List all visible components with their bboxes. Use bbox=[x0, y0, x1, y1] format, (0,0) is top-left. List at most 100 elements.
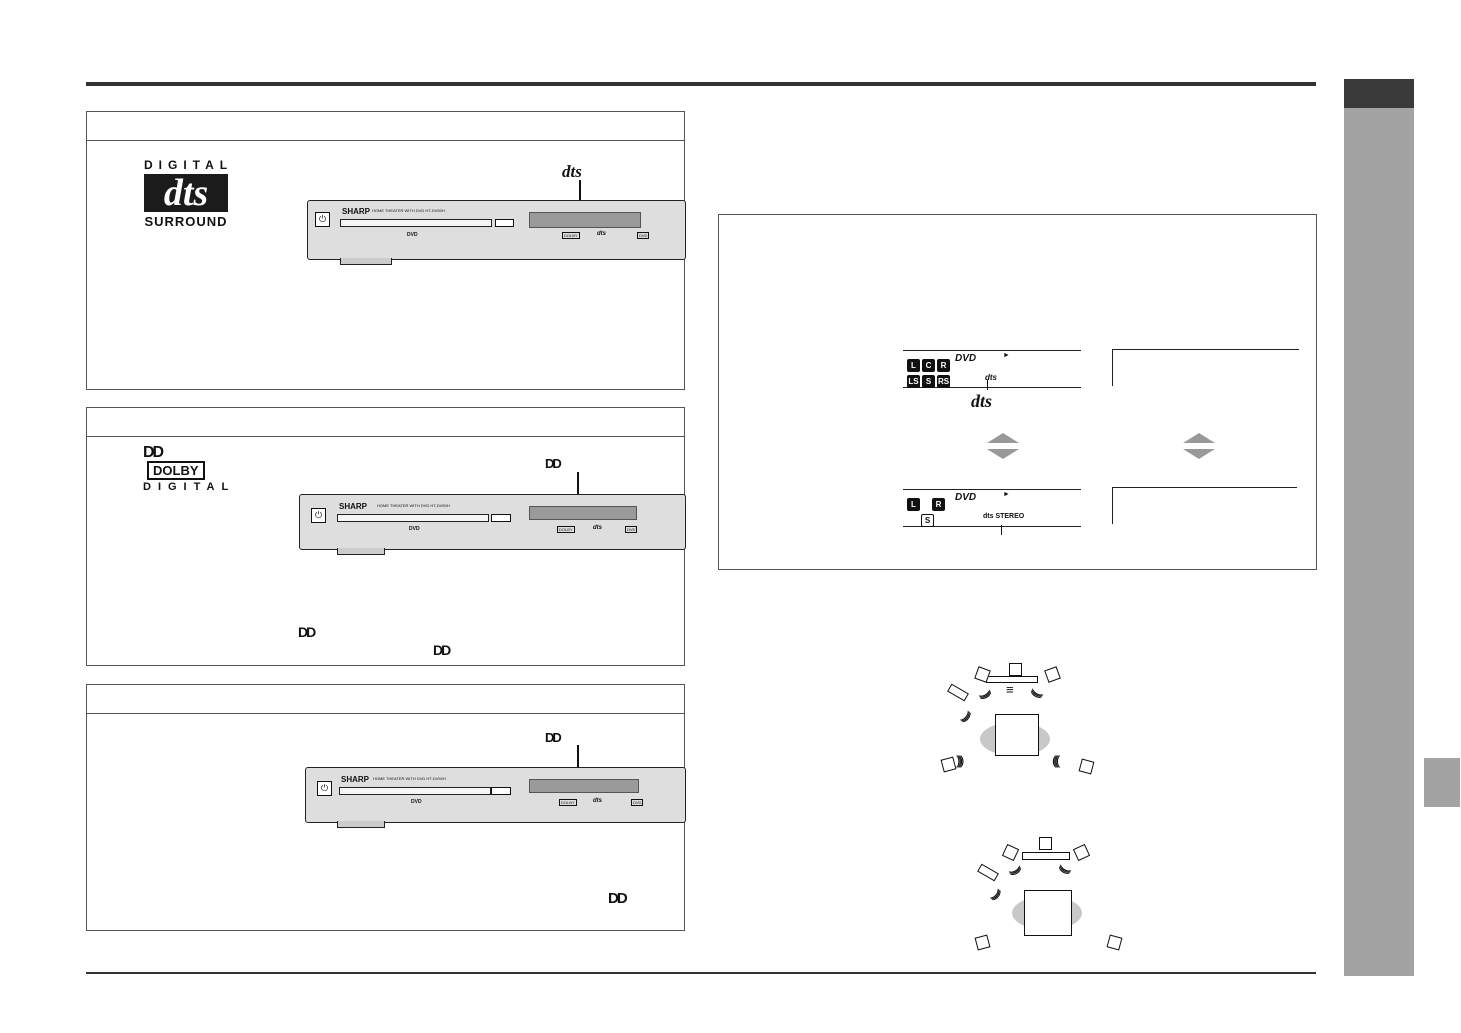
lcd-dvd-logo: DVD bbox=[955, 353, 977, 364]
sound-wave-icon: ))) bbox=[1030, 688, 1046, 699]
center-speaker bbox=[1009, 663, 1022, 676]
dolby-pro-logic-section-title-bar bbox=[87, 685, 684, 714]
surround-right-speaker bbox=[1106, 934, 1123, 951]
channel-r-indicator: R bbox=[932, 498, 945, 511]
channel-s-indicator: S bbox=[921, 514, 934, 527]
dts-indicator-label: dts bbox=[562, 162, 582, 181]
chapter-index-tab[interactable] bbox=[1424, 758, 1460, 807]
dolby-digital-section-title-bar bbox=[87, 408, 684, 437]
sound-wave-icon: ≡ bbox=[1006, 682, 1013, 697]
play-icon: ► bbox=[1003, 491, 1010, 498]
top-rule bbox=[86, 82, 1316, 86]
listener-chair-icon bbox=[1024, 890, 1072, 936]
play-icon: ► bbox=[1003, 352, 1010, 359]
sound-wave-icon: ))) bbox=[989, 886, 1003, 901]
dolby-pro-logic-player-illustration: ⏻ SHARP HOME THEATER WITH DVD HT-DV50H D… bbox=[305, 767, 686, 829]
player-dolby-badge: DOLBY bbox=[562, 232, 580, 239]
surround-left-speaker bbox=[974, 934, 991, 951]
dolby-inline-icon: DD bbox=[433, 642, 451, 658]
toggle-arrow-icon bbox=[987, 433, 1019, 459]
side-speaker-left bbox=[947, 683, 969, 702]
surround-left-speaker bbox=[940, 756, 957, 773]
dolby-logo-word: DOLBY bbox=[147, 461, 205, 480]
player-dvd-logo: DVD bbox=[407, 232, 418, 238]
chapter-sidebar bbox=[1344, 79, 1414, 976]
disc-tray bbox=[339, 787, 491, 795]
example-bracket-top bbox=[1112, 349, 1299, 386]
surround-right-speaker bbox=[1078, 758, 1095, 775]
tv-screen bbox=[986, 676, 1038, 683]
sound-wave-icon: (((( bbox=[1052, 753, 1061, 768]
dolby-inline-icon: DD bbox=[298, 624, 316, 640]
player-foot bbox=[340, 258, 392, 265]
side-speaker-left bbox=[977, 863, 999, 882]
disc-tray bbox=[337, 514, 489, 522]
sound-wave-icon: ))) bbox=[959, 708, 973, 723]
channel-r-indicator: R bbox=[937, 359, 950, 372]
dts-digital-surround-logo: DIGITAL dts SURROUND bbox=[144, 158, 228, 229]
bottom-rule bbox=[86, 972, 1316, 974]
center-speaker bbox=[1039, 837, 1052, 850]
player-dvd-badge: DVD bbox=[637, 232, 650, 239]
player-brand: SHARP bbox=[341, 775, 370, 784]
player-foot bbox=[337, 548, 385, 555]
front-display-window bbox=[529, 506, 637, 520]
player-model: HOME THEATER WITH DVD HT-DV50H bbox=[372, 208, 445, 213]
front-display-window bbox=[529, 212, 641, 228]
dolby-pro-logic-callout-line bbox=[577, 745, 579, 787]
channel-rs-indicator: RS bbox=[937, 375, 950, 388]
player-foot bbox=[337, 821, 385, 828]
front-left-speaker bbox=[1001, 843, 1020, 862]
lcd-dts-stereo-indicator: dts STEREO bbox=[983, 513, 1025, 520]
dts-player-illustration: ⏻ SHARP HOME THEATER WITH DVD HT-DV50H D… bbox=[307, 200, 686, 270]
dolby-digital-player-illustration: ⏻ SHARP HOME THEATER WITH DVD HT-DV50H D… bbox=[299, 494, 686, 556]
player-brand: SHARP bbox=[342, 207, 371, 216]
dts-lcd-callout-line bbox=[987, 380, 988, 390]
player-model: HOME THEATER WITH DVD HT-DV50H bbox=[377, 503, 450, 508]
player-body bbox=[307, 200, 686, 260]
dolby-indicator-label: DD bbox=[545, 730, 562, 745]
front-right-speaker bbox=[1072, 843, 1091, 862]
player-dvd-badge: DVD bbox=[631, 799, 644, 806]
power-icon: ⏻ bbox=[315, 212, 330, 227]
player-dts-badge: dts bbox=[597, 231, 606, 237]
player-dvd-logo: DVD bbox=[409, 526, 420, 532]
chapter-sidebar-header bbox=[1344, 79, 1414, 108]
player-body bbox=[305, 767, 686, 823]
dts-section-title-bar bbox=[87, 112, 684, 141]
speaker-layout-front: ))) ))) ))) bbox=[970, 834, 1130, 954]
player-dvd-badge: DVD bbox=[625, 526, 638, 533]
channel-row-rear: S bbox=[921, 510, 936, 528]
channel-l-indicator: L bbox=[907, 359, 920, 372]
player-dts-badge: dts bbox=[593, 798, 602, 804]
sound-wave-icon: ))) bbox=[1008, 864, 1024, 875]
toggle-arrow-icon bbox=[1183, 433, 1215, 459]
listener-chair-icon bbox=[995, 714, 1039, 756]
dolby-pro-logic-section: DD ⏻ SHARP HOME THEATER WITH DVD HT-DV50… bbox=[86, 684, 686, 931]
player-dolby-badge: DOLBY bbox=[557, 526, 575, 533]
player-brand: SHARP bbox=[339, 502, 368, 511]
player-dvd-logo: DVD bbox=[411, 799, 422, 805]
sound-wave-icon: )))) bbox=[956, 753, 965, 768]
dolby-double-d-icon: DD bbox=[143, 444, 164, 461]
dolby-digital-logo: DD DOLBY DIGITAL bbox=[143, 444, 228, 493]
speaker-layout-surround: ≡ ))) ))) ))) )))) (((( bbox=[940, 660, 1100, 780]
player-dolby-badge: DOLBY bbox=[559, 799, 577, 806]
eject-button bbox=[495, 219, 514, 227]
dts-logo-bottom-text: SURROUND bbox=[144, 214, 228, 229]
channel-s-indicator: S bbox=[922, 375, 935, 388]
lcd-dts-indicator: dts bbox=[985, 373, 997, 382]
dolby-inline-icon: DD bbox=[608, 890, 628, 907]
front-display-window bbox=[529, 779, 639, 793]
dts-section: DIGITAL dts SURROUND dts ⏻ SHARP HOME TH… bbox=[86, 111, 686, 390]
dolby-digital-callout-line bbox=[577, 472, 579, 514]
channel-c-indicator: C bbox=[922, 359, 935, 372]
dts-callout-logo: dts bbox=[971, 391, 993, 411]
player-model: HOME THEATER WITH DVD HT-DV50H bbox=[373, 776, 446, 781]
